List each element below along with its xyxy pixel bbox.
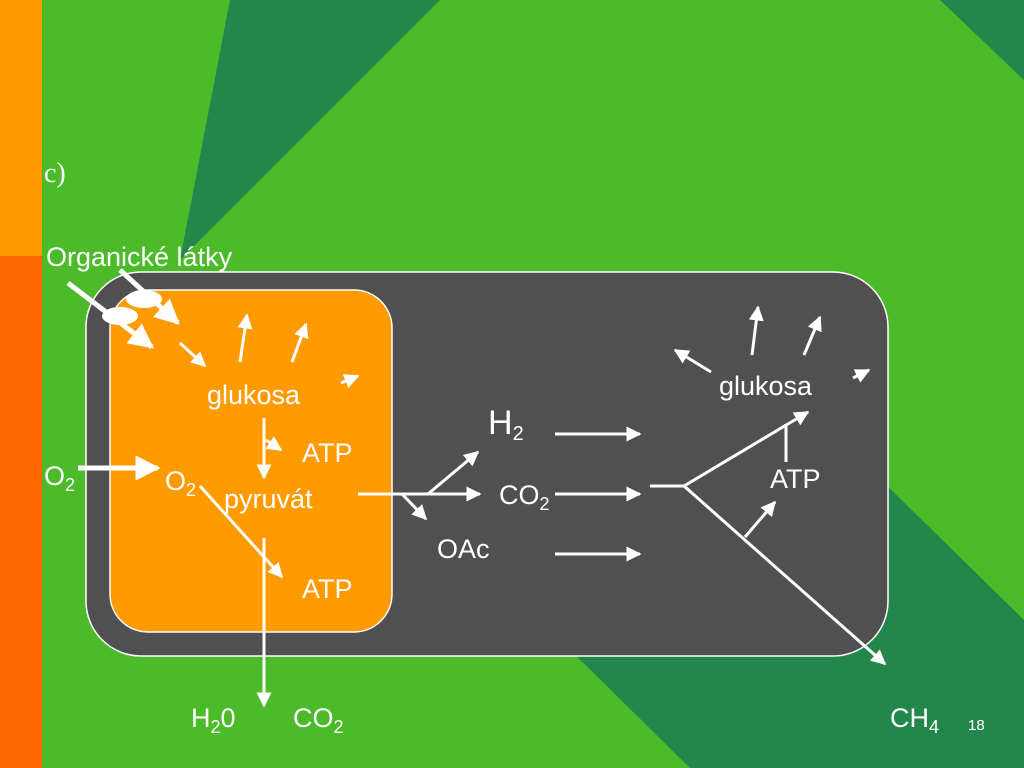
atp-upper-left-label: ATP: [302, 438, 353, 468]
arrow-glucose-right-right: [852, 368, 871, 383]
organic-matter-label: Organické látky: [46, 242, 233, 272]
arrow-to-atp-upper: [265, 436, 283, 452]
water-label: H20: [191, 703, 236, 737]
arrow-glucose-left-up-2: [290, 322, 309, 363]
atp-right-label: ATP: [770, 464, 821, 494]
arrow-to-h2: [427, 450, 480, 496]
glucose-left-label: glukosa: [207, 380, 301, 410]
arrow-to-atp-lower: [198, 484, 284, 579]
arrow-glucose-right-up-1: [748, 305, 764, 356]
cell-inner: [109, 289, 393, 633]
co2-bottom-label: CO2: [293, 703, 344, 737]
arrow-to-atp-right: [743, 500, 777, 538]
h2-label: H2: [488, 404, 524, 445]
arrow-glucose-right-left: [673, 348, 712, 374]
slide-label: c): [44, 158, 66, 189]
accent-bar-orange: [0, 0, 42, 256]
arrow-glucose-left-right: [340, 374, 360, 389]
arrow-to-oac: [400, 492, 428, 521]
arrow-to-methane: [683, 484, 887, 666]
accent-bar-red: [0, 256, 42, 768]
bg-diamond-top-left: [180, 0, 440, 260]
oac-label: OAc: [437, 534, 490, 564]
slide-number: 18: [968, 717, 985, 734]
arrow-glucose-left-up-1: [237, 313, 253, 363]
arrow-to-glucose-left: [178, 341, 207, 368]
methane-label: CH4: [890, 703, 940, 737]
transporter-oval-2: [102, 307, 138, 325]
co2-middle-label: CO2: [499, 480, 550, 514]
pyruvate-label: pyruvát: [224, 484, 313, 514]
o2-inside-label: O2: [165, 466, 197, 500]
bg-diamond-top-right: [940, 0, 1024, 80]
transporter-oval-1: [126, 290, 162, 308]
o2-outside-label: O2: [44, 461, 76, 495]
arrow-glucose-right-up-2: [802, 315, 822, 356]
glucose-right-label: glukosa: [719, 371, 813, 401]
atp-lower-left-label: ATP: [302, 574, 353, 604]
